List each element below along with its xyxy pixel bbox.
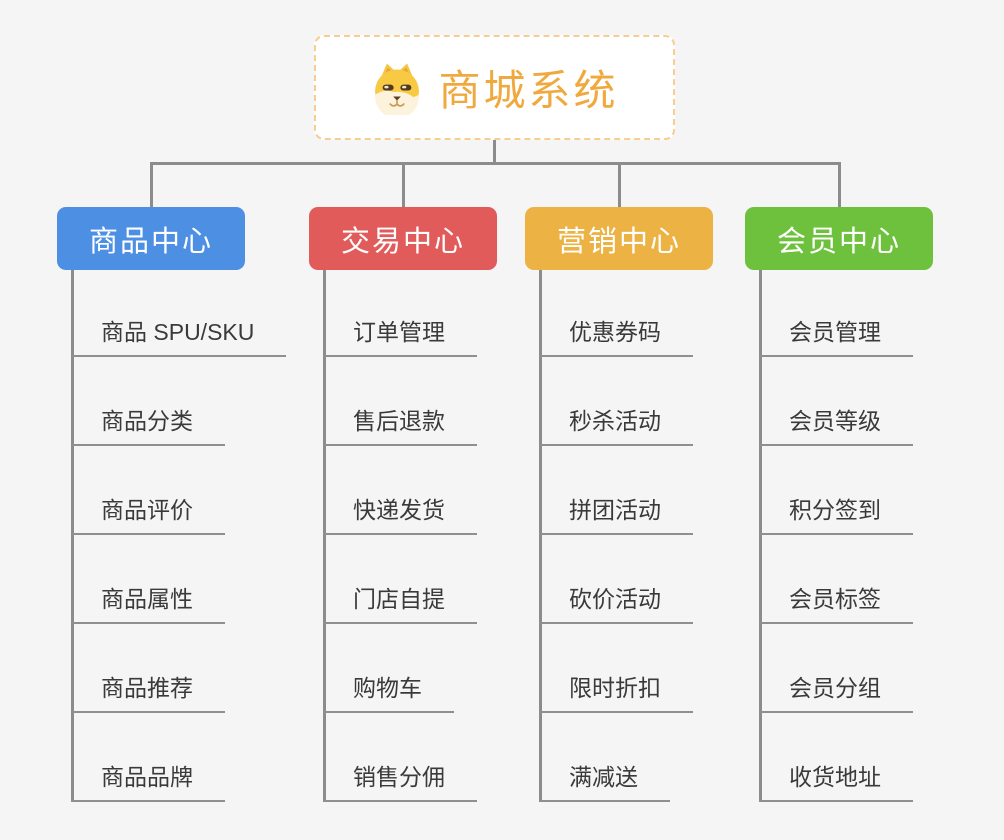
branch-label: 商品中心 [88, 225, 213, 258]
branch-item[interactable]: 积分签到 [759, 496, 913, 535]
branch-item[interactable]: 商品品牌 [71, 763, 225, 802]
root-title: 商城系统 [438, 67, 619, 114]
branch-item[interactable]: 会员分组 [759, 674, 913, 713]
branch-trunk-line [71, 270, 74, 802]
root-connector-vline [493, 140, 496, 163]
branch-item[interactable]: 会员管理 [759, 318, 913, 357]
branch-node-marketing-center[interactable]: 营销中心 [525, 207, 713, 270]
branch-item[interactable]: 售后退款 [323, 407, 477, 446]
branch-node-member-center[interactable]: 会员中心 [745, 207, 933, 270]
branch-item[interactable]: 商品分类 [71, 407, 225, 446]
branch-trunk-line [539, 270, 542, 802]
branch-item[interactable]: 商品推荐 [71, 674, 225, 713]
branch-item[interactable]: 砍价活动 [539, 585, 693, 624]
branch-connector-hline [149, 162, 839, 165]
dog-face-icon [375, 63, 420, 115]
branch-item[interactable]: 收货地址 [759, 763, 913, 802]
branch-item[interactable]: 商品评价 [71, 496, 225, 535]
branch-label: 营销中心 [556, 225, 681, 258]
branch-item[interactable]: 商品属性 [71, 585, 225, 624]
root-node[interactable]: 商城系统 [314, 35, 675, 140]
branch-item[interactable]: 销售分佣 [323, 763, 477, 802]
branch-trunk-line [759, 270, 762, 802]
branch-trunk-line [323, 270, 326, 802]
branch-connector-drop-2 [401, 162, 405, 207]
branch-item[interactable]: 会员等级 [759, 407, 913, 446]
branch-item[interactable]: 订单管理 [323, 318, 477, 357]
branch-item[interactable]: 快递发货 [323, 496, 477, 535]
branch-node-product-center[interactable]: 商品中心 [57, 207, 245, 270]
branch-item[interactable]: 会员标签 [759, 585, 913, 624]
branch-connector-drop-3 [617, 162, 621, 207]
branch-connector-drop-4 [837, 162, 841, 207]
branch-item[interactable]: 秒杀活动 [539, 407, 693, 446]
branch-item[interactable]: 优惠券码 [539, 318, 693, 357]
branch-label: 交易中心 [340, 225, 465, 258]
branch-node-trade-center[interactable]: 交易中心 [309, 207, 497, 270]
branch-item[interactable]: 限时折扣 [539, 674, 693, 713]
branch-item[interactable]: 门店自提 [323, 585, 477, 624]
branch-label: 会员中心 [776, 225, 901, 258]
branch-item[interactable]: 购物车 [323, 674, 454, 713]
branch-item[interactable]: 拼团活动 [539, 496, 693, 535]
branch-item[interactable]: 满减送 [539, 763, 670, 802]
branch-item[interactable]: 商品 SPU/SKU [71, 318, 287, 357]
branch-connector-drop-1 [149, 162, 153, 207]
